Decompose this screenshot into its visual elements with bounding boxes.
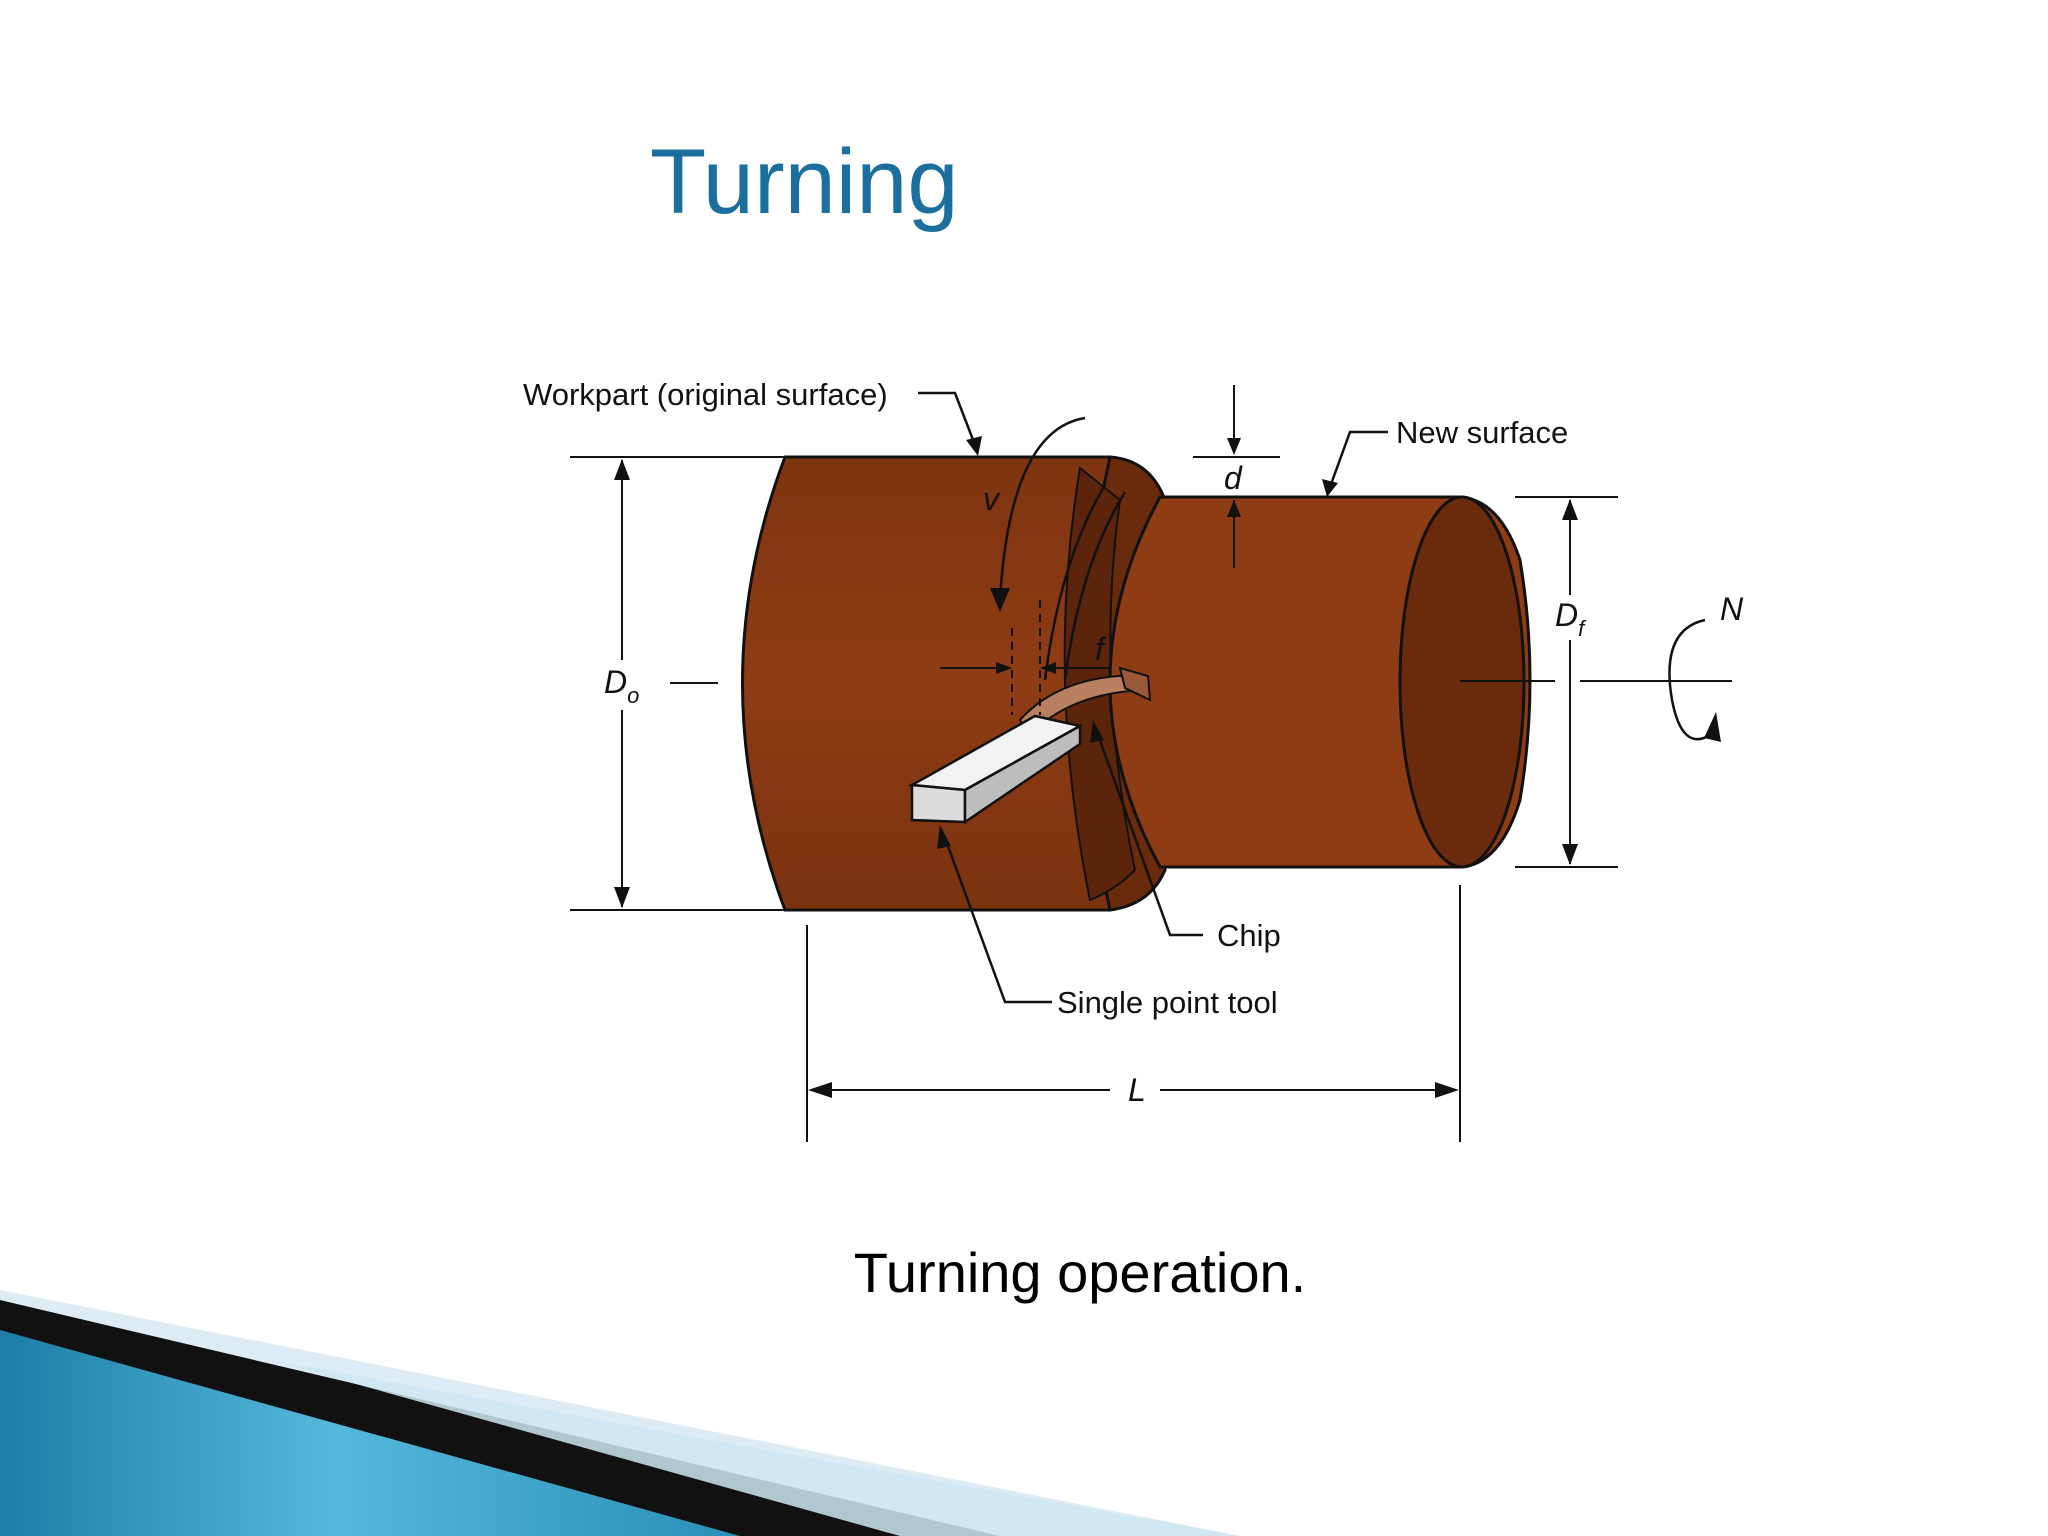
symbol-l: L xyxy=(1128,1072,1146,1108)
symbol-df: Df xyxy=(1555,597,1587,641)
final-diameter-dimension: Df xyxy=(1515,496,1618,868)
chip xyxy=(1018,484,1152,737)
symbol-n: N xyxy=(1720,591,1744,627)
slide-title: Turning xyxy=(650,131,959,233)
label-workpart: Workpart (original surface) xyxy=(523,377,888,412)
original-diameter-dimension: Do xyxy=(570,456,785,911)
label-new-surface: New surface xyxy=(1396,415,1568,450)
depth-of-cut-dimension: d xyxy=(1193,385,1280,568)
label-chip: Chip xyxy=(1217,918,1281,953)
symbol-d: d xyxy=(1224,460,1243,496)
single-point-tool xyxy=(907,714,1084,825)
velocity-arrow: v xyxy=(983,416,1086,612)
symbol-do: Do xyxy=(604,664,639,708)
symbol-v: v xyxy=(983,481,1001,517)
figure-caption: Turning operation. xyxy=(853,1241,1307,1304)
spindle-axis: N xyxy=(1460,591,1744,742)
decorative-banner xyxy=(0,1290,1240,1536)
length-dimension: L xyxy=(806,885,1461,1142)
leader-lines xyxy=(918,391,1388,1004)
label-single-point-tool: Single point tool xyxy=(1057,985,1278,1020)
